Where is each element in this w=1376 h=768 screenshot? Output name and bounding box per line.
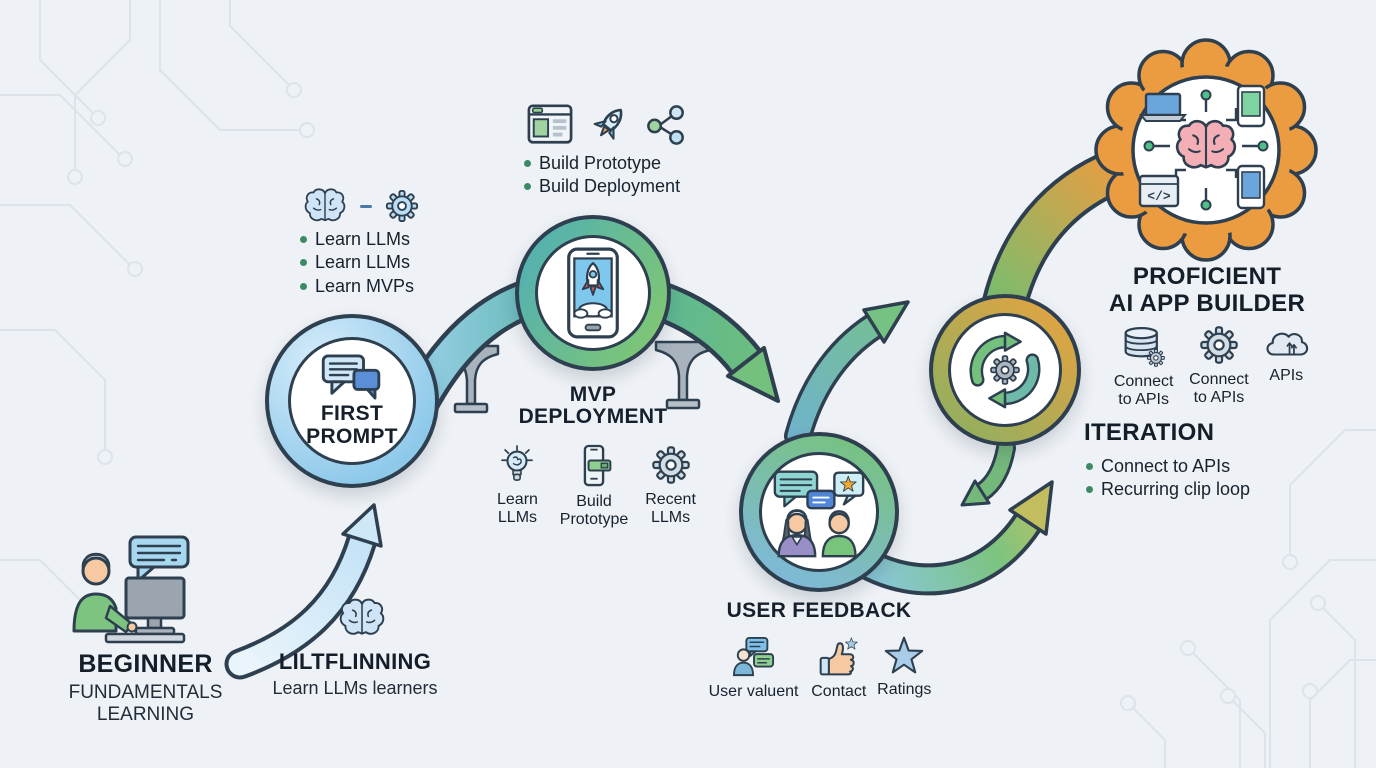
proficient-sub-row: Connect to APIs Connect to APIs APIs bbox=[1110, 324, 1312, 409]
mvp-sub-item: Build Prototype bbox=[557, 444, 631, 529]
iteration-text-block: ITERATION Connect to APIs Recurring clip… bbox=[1084, 419, 1250, 502]
beginner-title: BEGINNER bbox=[78, 650, 213, 678]
lightbulb-icon bbox=[501, 445, 534, 481]
user-feedback-label: USER FEEDBACK bbox=[726, 599, 912, 622]
bullet-item: Recurring clip loop bbox=[1084, 478, 1250, 501]
first-prompt-bullets: Learn LLMs Learn LLMs Learn MVPs bbox=[298, 228, 414, 298]
proficient-title: PROFICIENT AI APP BUILDER bbox=[1095, 263, 1319, 318]
brain-icon bbox=[304, 188, 346, 222]
mvp-label-2: DEPLOYMENT bbox=[518, 405, 668, 429]
mvp-sub-item: Learn LLMs bbox=[488, 444, 547, 527]
star-icon bbox=[885, 636, 924, 674]
database-gear-icon bbox=[1124, 327, 1165, 367]
beginner-subtitle-1: FUNDAMENTALS bbox=[68, 682, 223, 703]
iteration-node bbox=[929, 294, 1081, 446]
bullet-item: Learn LLMs bbox=[298, 228, 414, 251]
mvp-bullets: Build Prototype Build Deployment bbox=[522, 152, 680, 199]
proficient-sub-label: Connect to APIs bbox=[1113, 373, 1174, 408]
first-prompt-label-2: PROMPT bbox=[306, 424, 398, 448]
mvp-label-1: MVP bbox=[569, 383, 617, 406]
proficient-sub-label: APIs bbox=[1269, 367, 1304, 384]
beginner-subtitle-2: LEARNING bbox=[96, 703, 195, 725]
brain-icon bbox=[339, 598, 385, 635]
iteration-bullets: Connect to APIs Recurring clip loop bbox=[1084, 455, 1250, 502]
proficient-sub-item: Connect to APIs bbox=[1110, 324, 1177, 409]
svg-text:</>: </> bbox=[1147, 189, 1171, 204]
brain-network-badge-icon: </> bbox=[1138, 84, 1269, 211]
llm-learning-block: LILTFLINNING Learn LLMs learners bbox=[248, 649, 462, 698]
feedback-sub-item: User valuent bbox=[706, 636, 801, 701]
person-chat-icon bbox=[732, 636, 774, 677]
proficient-sub-item: Connect to APIs bbox=[1185, 324, 1252, 407]
bullet-item: Build Deployment bbox=[522, 175, 680, 198]
gear-icon bbox=[1200, 326, 1238, 364]
first-prompt-top-icons bbox=[302, 186, 420, 226]
arrow-feedback-to-iteration-upper bbox=[784, 300, 910, 450]
feedback-sub-label: Contact bbox=[811, 683, 867, 700]
proficient-sub-item: APIs bbox=[1261, 324, 1312, 385]
feedback-sub-item: Contact bbox=[809, 636, 868, 701]
arrow-iteration-to-feedback bbox=[960, 438, 1016, 507]
cloud-api-icon bbox=[1266, 332, 1309, 356]
phone-prototype-icon bbox=[583, 444, 612, 487]
arrow-beginner-to-first-prompt bbox=[224, 503, 383, 680]
feedback-sub-item: Ratings bbox=[877, 636, 932, 699]
connector-dash bbox=[360, 204, 372, 208]
proficient-badge: </> bbox=[1094, 38, 1318, 262]
person-at-computer-icon bbox=[72, 535, 190, 644]
share-network-icon bbox=[647, 105, 684, 145]
cycle-gear-icon bbox=[969, 331, 1041, 409]
proficient-title-2: AI APP BUILDER bbox=[1108, 289, 1306, 317]
browser-window-icon bbox=[527, 104, 573, 144]
first-prompt-node: FIRST PROMPT bbox=[265, 314, 439, 488]
feedback-sub-label: User valuent bbox=[708, 683, 799, 700]
thumbs-up-star-icon bbox=[819, 636, 861, 676]
llm-learning-title: LILTFLINNING bbox=[278, 649, 432, 674]
chat-bubbles-icon bbox=[321, 354, 381, 400]
gear-icon bbox=[385, 189, 419, 223]
rocket-icon bbox=[593, 108, 623, 140]
gear-icon bbox=[651, 446, 690, 484]
user-feedback-node bbox=[739, 432, 899, 592]
beginner-label-block: BEGINNER FUNDAMENTALS LEARNING bbox=[28, 650, 263, 726]
first-prompt-label-1: FIRST bbox=[320, 402, 384, 426]
mvp-sub-label: Build Prototype bbox=[559, 493, 629, 528]
proficient-sub-label: Connect to APIs bbox=[1189, 371, 1249, 406]
iteration-label: ITERATION bbox=[1084, 419, 1215, 446]
people-chat-icon bbox=[773, 470, 865, 558]
phone-rocket-launch-icon bbox=[567, 247, 619, 339]
llm-learning-subtitle: Learn LLMs learners bbox=[272, 677, 438, 698]
mvp-sub-row: Learn LLMs Build Prototype Recent LLMs bbox=[488, 444, 700, 529]
bullet-item: Connect to APIs bbox=[1084, 455, 1250, 478]
bullet-item: Learn LLMs bbox=[298, 251, 414, 274]
mvp-sub-label: Learn LLMs bbox=[497, 491, 538, 526]
bullet-item: Learn MVPs bbox=[298, 275, 414, 298]
mvp-sub-item: Recent LLMs bbox=[641, 444, 700, 527]
mvp-label: MVP DEPLOYMENT bbox=[496, 383, 690, 429]
feedback-sub-label: Ratings bbox=[877, 681, 932, 698]
proficient-title-1: PROFICIENT bbox=[1132, 263, 1282, 290]
mvp-top-icons bbox=[527, 103, 687, 147]
bullet-item: Build Prototype bbox=[522, 152, 680, 175]
user-feedback-sub-row: User valuent Contact Ratings bbox=[706, 636, 932, 701]
mvp-node bbox=[515, 215, 671, 371]
mvp-sub-label: Recent LLMs bbox=[645, 491, 696, 526]
